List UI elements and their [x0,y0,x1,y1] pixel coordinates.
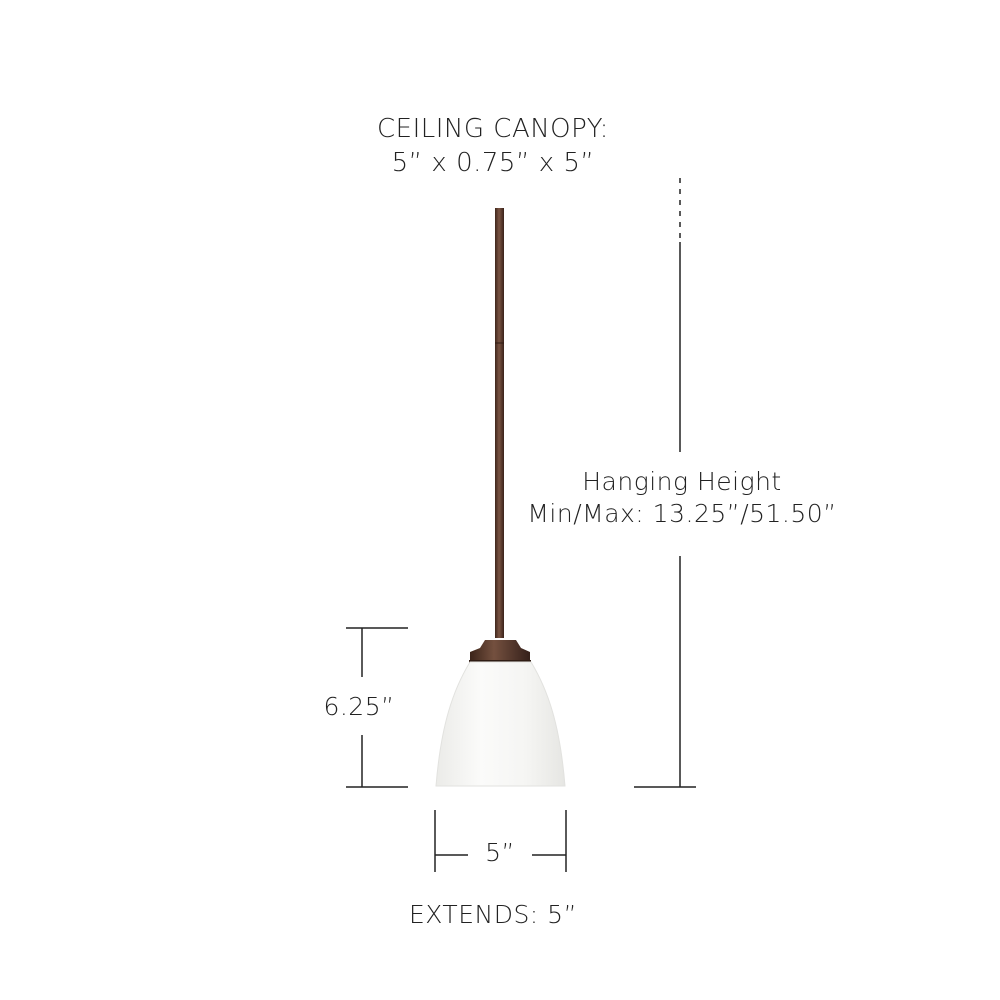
ceiling-canopy-dimensions: 5” x 0.75” x 5” [391,148,595,178]
glass-shade [435,661,566,787]
ceiling-canopy-block: CEILING CANOPY: 5” x 0.75” x 5” [0,112,986,180]
hanging-height-block: Hanging Height Min/Max: 13.25”/51.50” [482,466,882,530]
hanging-height-label: Hanging Height [582,467,782,496]
socket-cap [470,640,530,662]
ceiling-canopy-label: CEILING CANOPY: [377,114,609,144]
extends-label: EXTENDS: 5” [408,900,578,929]
hanging-height-range: Min/Max: 13.25”/51.50” [527,499,837,528]
down-rod [495,208,504,638]
shade-width-label: 5” [485,838,515,867]
shade-height-label: 6.25” [323,692,395,721]
